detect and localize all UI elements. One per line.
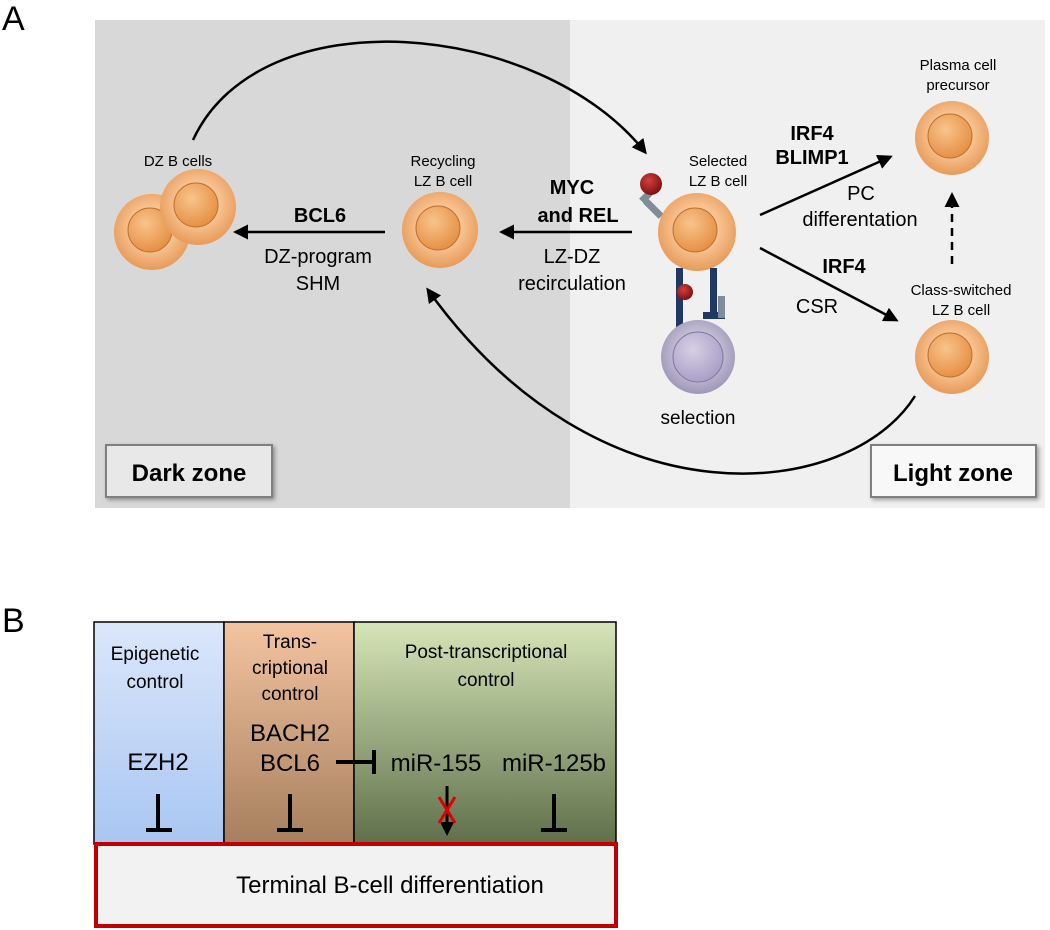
panel-a-label: A [2,0,25,38]
dz-b-cell-back [114,194,190,270]
dz-b-cell-front [160,169,236,245]
mir125b-label: miR-125b [502,750,606,777]
selected-lz-b-cell [639,173,736,330]
csr-label: CSR [796,296,838,318]
irf4-bottom-label: IRF4 [822,256,866,278]
post-transcriptional-control-column [353,621,617,845]
selection-label: selection [661,408,736,429]
class-switched-label-line1: Class-switched [911,282,1012,299]
recirculation-label: recirculation [518,273,626,295]
terminal-differentiation-box [94,842,618,928]
light-zone-box: Light zone [870,444,1037,498]
selection-cell [661,320,735,394]
ezh2-label: EZH2 [127,749,188,776]
dz-b-cells-label: DZ B cells [144,153,212,170]
recycling-label-line1: Recycling [410,153,475,170]
mir155-blocked-arrow [437,786,457,836]
pc-label: PC [847,183,875,205]
trans-line1: Trans- [263,632,317,653]
recycling-label-line2: LZ B cell [414,173,472,190]
antigen-top [640,173,662,195]
epigenetic-line1: Epigenetic [111,644,200,665]
dark-zone-box: Dark zone [105,444,273,498]
plasma-label-line2: precursor [926,77,989,94]
epigenetic-line2: control [126,672,183,693]
dz-to-lz-curved-arrow [191,40,647,155]
irf4-top-label: IRF4 [790,123,834,145]
dark-zone-background [95,20,570,508]
bcl6-inhibition-bar [277,794,303,832]
selected-label-line1: Selected [689,153,747,170]
mir125b-inhibition-bar [541,794,567,832]
plasma-label-line1: Plasma cell [920,57,997,74]
post-line2: control [457,670,514,691]
trans-line2: criptional [252,658,328,679]
class-switched-to-recycling-curved-arrow [426,287,917,475]
bcl6-inhibits-mir155 [336,750,376,774]
panel-b-label: B [2,602,25,640]
shm-label: SHM [296,273,340,295]
ezh2-inhibition-bar [146,794,172,832]
blimp1-label: BLIMP1 [775,147,848,169]
dark-zone-label: Dark zone [132,460,247,487]
and-rel-label: and REL [537,205,618,227]
selected-label-line2: LZ B cell [689,173,747,190]
trans-line3: control [261,684,318,705]
class-switched-label-line2: LZ B cell [932,302,990,319]
post-line1: Post-transcriptional [405,642,568,663]
bach2-label: BACH2 [250,720,330,747]
recycling-lz-b-cell [402,192,478,268]
terminal-differentiation-label: Terminal B-cell differentiation [236,872,544,899]
light-zone-label: Light zone [893,460,1013,487]
differentation-label: differentation [802,209,917,231]
class-switched-lz-b-cell [915,320,989,394]
plasma-cell-precursor [915,101,989,175]
mir155-label: miR-155 [391,750,482,777]
antigen-bottom [677,284,693,300]
lz-dz-label: LZ-DZ [544,246,601,268]
bcl6-arrow-label: BCL6 [294,205,346,227]
csr-arrow [759,246,899,322]
dz-program-label: DZ-program [264,246,372,268]
bcl6-b-label: BCL6 [260,750,320,777]
pc-differentiation-arrow [759,155,893,217]
light-zone-background [570,20,1045,508]
myc-label: MYC [550,177,594,199]
